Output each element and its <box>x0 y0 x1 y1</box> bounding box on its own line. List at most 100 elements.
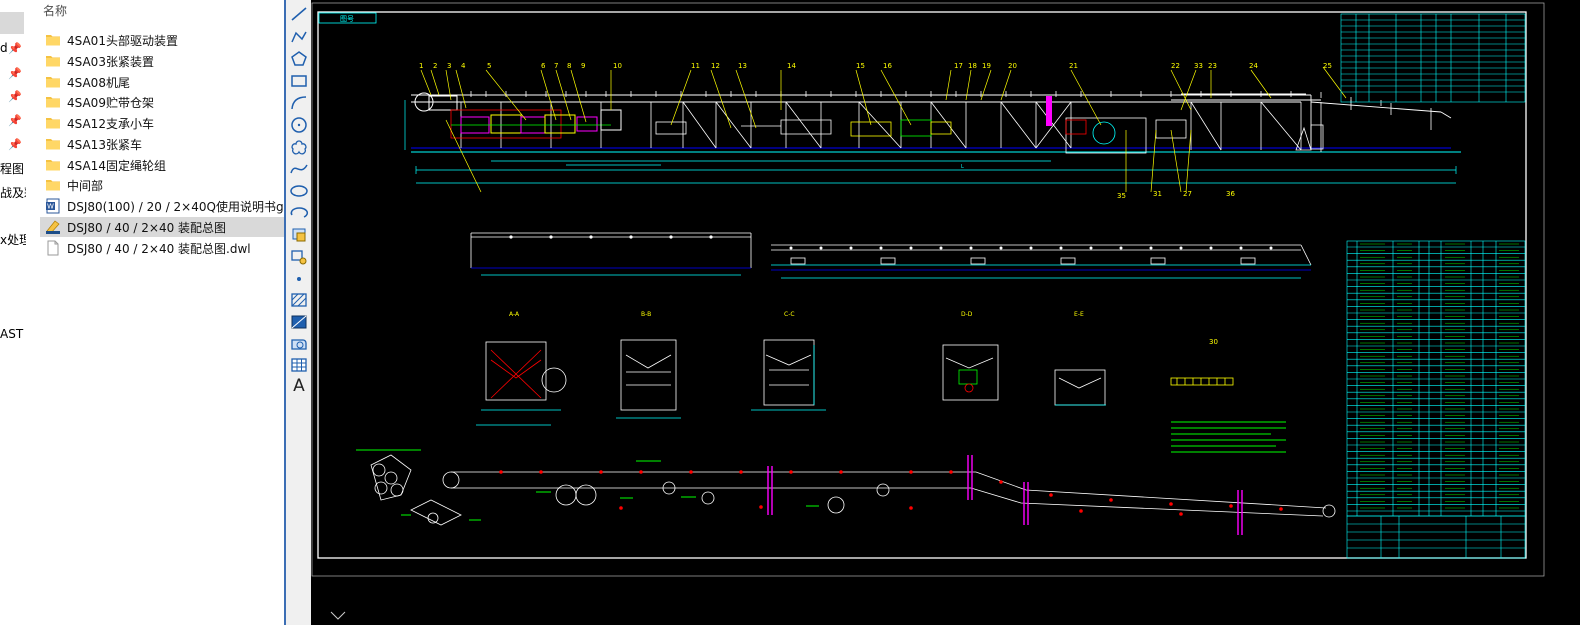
point-icon[interactable] <box>288 269 310 289</box>
pin-icon[interactable]: 📌 <box>8 67 22 80</box>
hatch-icon[interactable] <box>288 290 310 310</box>
polyline-icon[interactable] <box>288 27 310 47</box>
balloon-22: 22 <box>1171 62 1180 70</box>
draw-toolbar: A <box>284 0 311 625</box>
nav-item-2[interactable]: 程图 <box>0 162 25 176</box>
list-item[interactable]: 4SA03张紧装置 <box>40 51 284 71</box>
section-label-b: B-B <box>641 311 651 318</box>
nav-item-3[interactable]: 战及彩 <box>0 186 26 200</box>
item-name: 4SA13张紧车 <box>67 137 142 152</box>
balloon-15: 15 <box>856 62 865 70</box>
ucs-marker-icon <box>330 611 346 620</box>
file-list: 名称 4SA01头部驱动装置 4SA03张紧装置 4SA08机尾 4SA09贮带… <box>26 0 284 625</box>
item-name: 4SA08机尾 <box>67 75 130 90</box>
technical-notes <box>1171 421 1286 453</box>
list-item[interactable]: 4SA13张紧车 <box>40 134 284 154</box>
section-label-a: A-A <box>509 311 520 318</box>
balloon-13: 13 <box>738 62 747 70</box>
balloon-16: 16 <box>883 62 892 70</box>
sheet-label-box <box>318 12 377 24</box>
table-icon[interactable] <box>288 355 310 375</box>
pin-icon[interactable]: 📌 <box>8 114 22 127</box>
make-block-icon[interactable] <box>288 247 310 267</box>
folder-icon <box>46 97 60 108</box>
pin-icon[interactable]: 📌 <box>8 42 22 55</box>
section-view-b <box>616 339 681 419</box>
belt-path-separators <box>767 455 1243 535</box>
balloon-31: 31 <box>1153 190 1162 198</box>
item-name: 4SA03张紧装置 <box>67 54 154 69</box>
balloon-6: 6 <box>541 62 546 70</box>
ellipse-icon[interactable] <box>288 181 310 201</box>
balloon-11: 11 <box>691 62 700 70</box>
file-icon <box>47 240 59 256</box>
nav-selected-highlight <box>0 12 24 34</box>
list-item[interactable]: 4SA09贮带仓架 <box>40 92 284 112</box>
balloon-number-labels: 1 2 3 4 5 6 7 8 9 10 11 12 13 14 15 16 1… <box>419 62 1332 346</box>
list-item[interactable]: W DSJ80(100) / 20 / 2×40Q使用说明书gai <box>40 196 284 216</box>
nav-item-5[interactable]: AST <box>0 327 24 341</box>
revision-table <box>1340 13 1526 103</box>
conveyor-support-legs <box>460 100 1432 152</box>
polygon-icon[interactable] <box>288 49 310 69</box>
balloon-14: 14 <box>787 62 796 70</box>
ellipse-arc-icon[interactable] <box>288 203 310 223</box>
item-name: 4SA01头部驱动装置 <box>67 33 178 48</box>
item-name: DSJ80 / 40 / 2×40 装配总图.dwl <box>67 241 251 256</box>
nav-item-4[interactable]: x处理 <box>0 233 26 247</box>
pin-icon[interactable]: 📌 <box>8 90 22 103</box>
balloon-21: 21 <box>1069 62 1078 70</box>
cad-drawing-icon <box>46 220 60 234</box>
svg-text:W: W <box>47 203 54 211</box>
section-label-d: D-D <box>961 311 973 318</box>
folder-icon <box>46 180 60 191</box>
roller-marks <box>470 91 1382 106</box>
conveyor-elevation-view <box>411 93 1461 153</box>
list-item[interactable]: 4SA01头部驱动装置 <box>40 30 284 50</box>
folder-icon <box>46 56 60 67</box>
column-header-name[interactable]: 名称 <box>43 4 68 18</box>
folder-icon <box>46 139 60 150</box>
balloon-25: 25 <box>1323 62 1332 70</box>
item-name: 中间部 <box>67 178 104 193</box>
arc-icon[interactable] <box>288 93 310 113</box>
dimension-text: L <box>961 164 964 170</box>
insert-block-icon[interactable] <box>288 225 310 245</box>
sheet-frame <box>317 11 1527 559</box>
list-item[interactable]: 4SA14固定绳轮组 <box>40 155 284 175</box>
balloon-17: 17 <box>954 62 963 70</box>
section-label-e: E-E <box>1074 311 1084 318</box>
circle-icon[interactable] <box>288 115 310 135</box>
spline-icon[interactable] <box>288 159 310 179</box>
folder-icon <box>46 118 60 129</box>
revision-cloud-icon[interactable] <box>288 137 310 157</box>
balloon-10: 10 <box>613 62 622 70</box>
balloon-19: 19 <box>982 62 991 70</box>
title-block <box>1346 515 1526 559</box>
list-item-selected[interactable]: DSJ80 / 40 / 2×40 装配总图 <box>40 217 284 237</box>
line-icon[interactable] <box>288 4 310 24</box>
nav-item-1[interactable]: d <box>0 41 8 55</box>
balloon-7: 7 <box>554 62 558 70</box>
belt-path-diagram <box>370 454 1336 526</box>
item-name: 4SA09贮带仓架 <box>67 95 154 110</box>
plan-view-feet <box>790 257 1256 265</box>
region-icon[interactable] <box>288 334 310 354</box>
list-item[interactable]: 中间部 <box>40 175 284 195</box>
section-view-e <box>1054 369 1106 406</box>
balloon-9: 9 <box>581 62 585 70</box>
pin-icon[interactable]: 📌 <box>8 138 22 151</box>
belt-path-labels <box>356 449 819 521</box>
gradient-icon[interactable] <box>288 312 310 332</box>
list-item[interactable]: 4SA12支承小车 <box>40 113 284 133</box>
text-tool-button[interactable]: A <box>293 376 305 396</box>
drawing-canvas[interactable]: 图号 <box>311 0 1580 625</box>
cad-drawing: 图号 <box>311 2 1545 620</box>
list-item[interactable]: 4SA08机尾 <box>40 72 284 92</box>
balloon-12: 12 <box>711 62 720 70</box>
belt-path-nodes <box>499 470 1283 516</box>
rectangle-icon[interactable] <box>288 71 310 91</box>
item-name: 4SA12支承小车 <box>67 116 154 131</box>
balloon-33: 33 <box>1194 62 1203 70</box>
list-item[interactable]: DSJ80 / 40 / 2×40 装配总图.dwl <box>40 238 284 258</box>
